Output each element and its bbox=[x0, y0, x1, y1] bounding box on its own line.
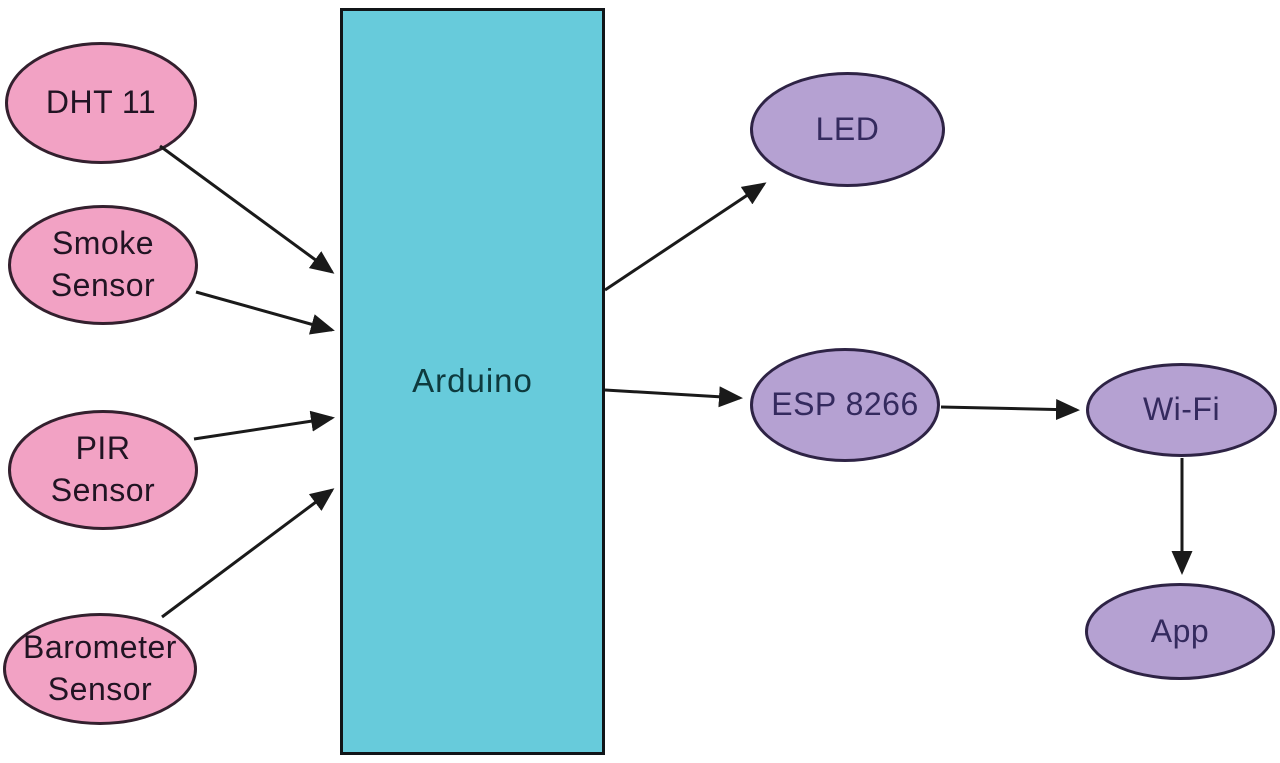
node-app-label: App bbox=[1150, 612, 1210, 649]
node-led-label: LED bbox=[815, 110, 880, 147]
node-led: LED bbox=[750, 72, 945, 187]
node-arduino-label: Arduino bbox=[412, 362, 533, 400]
node-pir-sensor: PIR Sensor bbox=[8, 410, 198, 530]
node-smoke-sensor: Smoke Sensor bbox=[8, 205, 198, 325]
edge-arduino-esp8266 bbox=[604, 386, 743, 408]
edge-esp8266-wifi bbox=[940, 399, 1080, 421]
edge-barometer-arduino bbox=[161, 488, 335, 619]
node-app: App bbox=[1085, 583, 1275, 680]
node-esp8266-label: ESP 8266 bbox=[771, 386, 919, 423]
node-wifi: Wi-Fi bbox=[1086, 363, 1277, 457]
node-dht11-label: DHT 11 bbox=[45, 84, 157, 121]
edge-pir-arduino bbox=[193, 410, 335, 441]
node-arduino: Arduino bbox=[340, 8, 605, 755]
node-wifi-label: Wi-Fi bbox=[1142, 391, 1221, 428]
node-barometer-label: Barometer Sensor bbox=[23, 629, 177, 707]
node-dht11-sensor: DHT 11 bbox=[5, 42, 197, 164]
node-barometer-sensor: Barometer Sensor bbox=[3, 613, 197, 725]
edge-smoke-arduino bbox=[195, 290, 335, 335]
node-esp8266: ESP 8266 bbox=[750, 348, 940, 462]
node-smoke-label: Smoke Sensor bbox=[50, 225, 156, 303]
edge-arduino-led bbox=[604, 182, 767, 292]
node-pir-label: PIR Sensor bbox=[50, 430, 156, 508]
